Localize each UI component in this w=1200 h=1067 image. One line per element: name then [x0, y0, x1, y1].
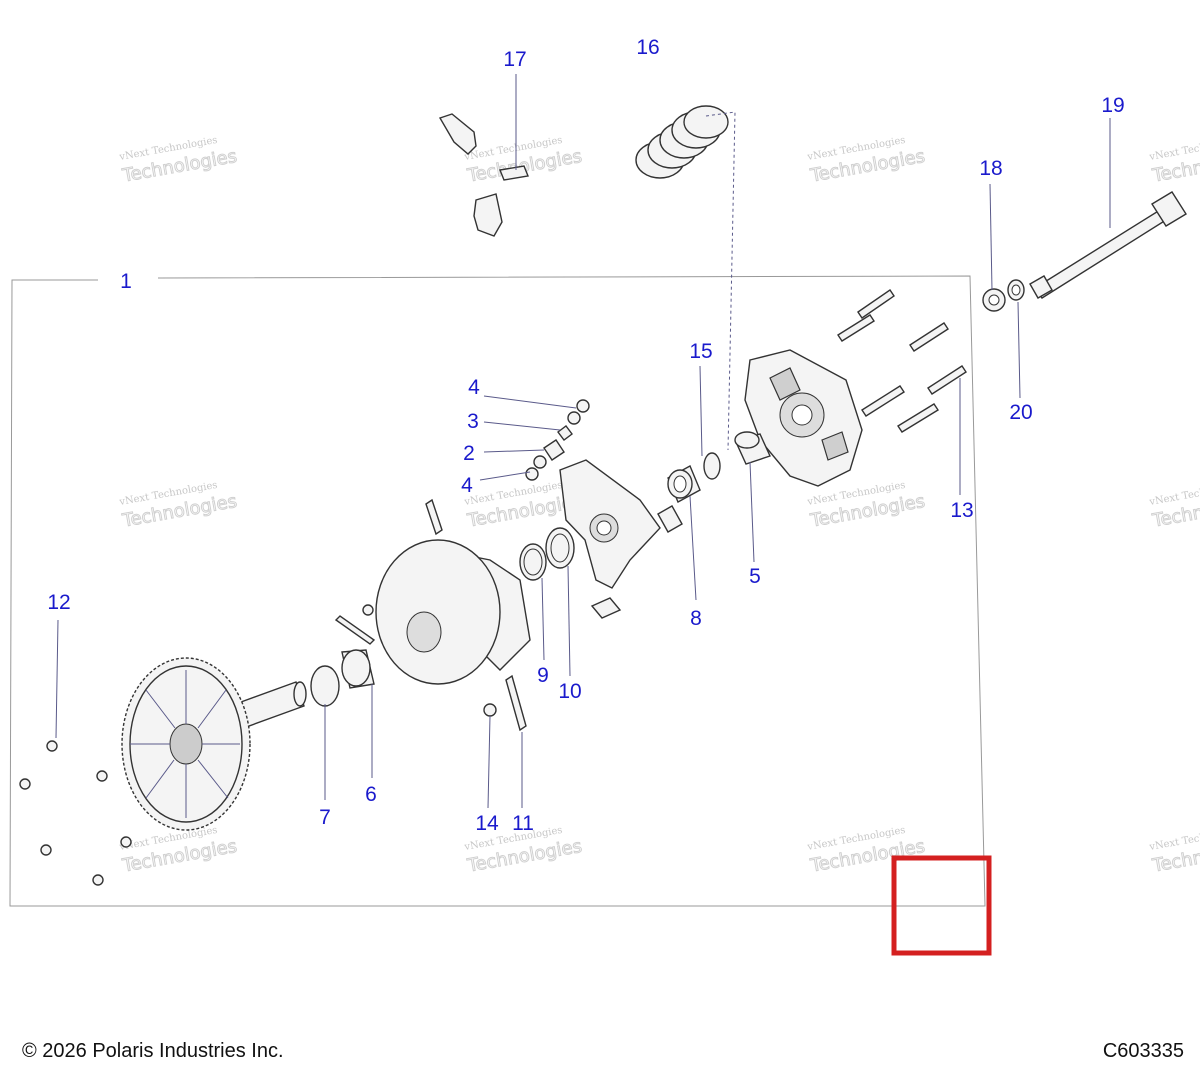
- part-11-pin: [505, 674, 527, 732]
- part-3-pin: [557, 425, 573, 441]
- callout-11: 11: [512, 812, 534, 835]
- part-8-bearing: [667, 465, 701, 503]
- part-7-ring: [310, 665, 340, 707]
- part-cover: [744, 349, 863, 487]
- part-2-roller: [543, 439, 565, 461]
- part-14-nut: [483, 703, 497, 717]
- part-12-screws: [19, 740, 132, 886]
- callout-2: 2: [463, 442, 475, 465]
- callout-8: 8: [690, 607, 702, 630]
- part-6-bushing: [341, 649, 375, 689]
- callout-15: 15: [689, 340, 712, 363]
- callout-4-lower: 4: [461, 474, 473, 497]
- callout-1: 1: [120, 270, 132, 293]
- callout-17: 17: [503, 48, 526, 71]
- part-13-bolts: [837, 289, 967, 433]
- part-pin-small: [334, 604, 376, 645]
- part-19-bolt: [1029, 191, 1187, 299]
- callout-18: 18: [979, 157, 1002, 180]
- callout-7: 7: [319, 806, 331, 829]
- part-9-ring: [519, 543, 547, 581]
- callout-20: 20: [1009, 401, 1032, 424]
- figure-id: C603335: [1102, 1040, 1184, 1062]
- part-4-buttons: [525, 399, 590, 481]
- callout-10: 10: [558, 680, 581, 703]
- part-20-washer: [1007, 279, 1025, 301]
- callout-19: 19: [1101, 94, 1124, 117]
- part-16-spring: [635, 105, 729, 179]
- callout-13: 13: [950, 499, 973, 522]
- copyright-text: © 2026 Polaris Industries Inc.: [22, 1040, 284, 1062]
- part-10-seal: [545, 527, 575, 569]
- callout-14: 14: [475, 812, 499, 835]
- part-spider: [559, 459, 683, 619]
- assembly-frame: [9, 275, 986, 907]
- highlight-box: [891, 855, 992, 956]
- callout-3: 3: [467, 410, 479, 433]
- callout-12: 12: [47, 591, 70, 614]
- callout-6: 6: [365, 783, 377, 806]
- callout-16: 16: [636, 36, 659, 59]
- part-18-nut: [982, 288, 1006, 312]
- part-fixed-sheave: [121, 657, 307, 831]
- part-moveable-sheave: [375, 498, 531, 685]
- part-5-bushing: [734, 431, 771, 465]
- callout-9: 9: [537, 664, 549, 687]
- callout-4-upper: 4: [468, 376, 480, 399]
- callout-5: 5: [749, 565, 761, 588]
- part-15-ring: [703, 452, 721, 480]
